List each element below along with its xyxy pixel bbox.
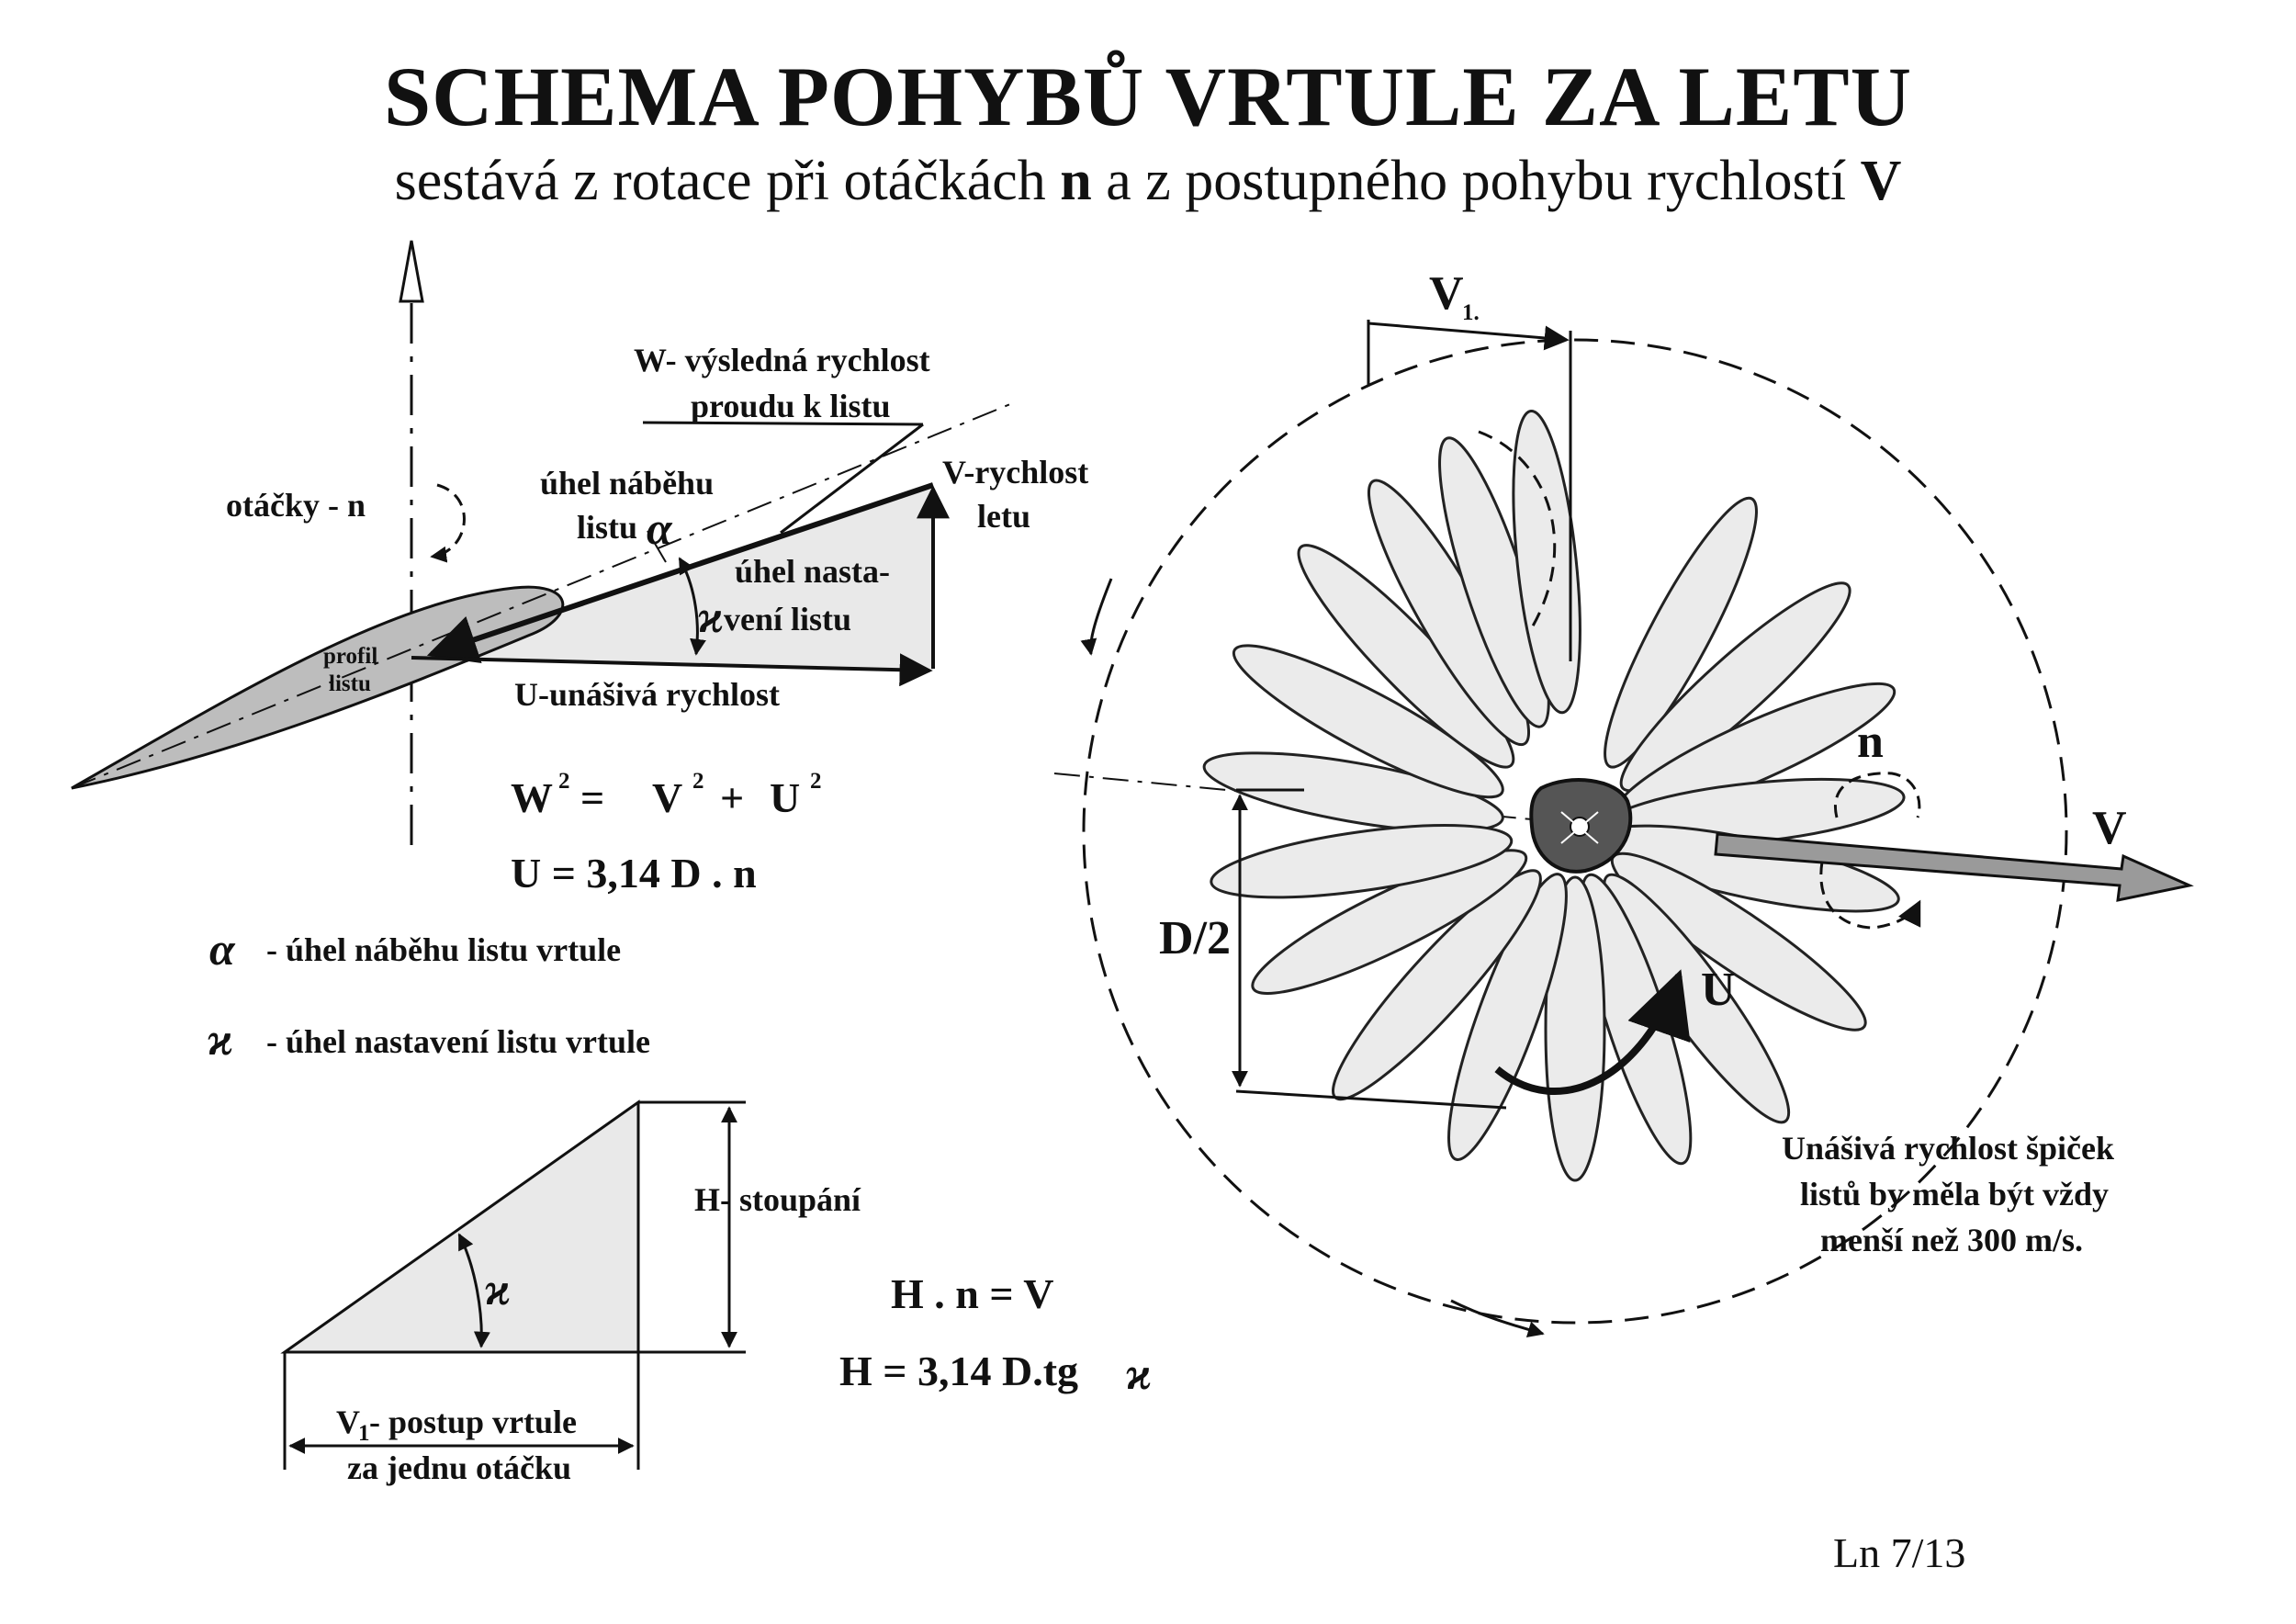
d2-label: D/2 <box>1159 912 1231 964</box>
v1-label-line-2: za jednu otáčku <box>347 1449 571 1486</box>
subtitle-part-2: a z postupného pohybu rychlostí <box>1091 150 1861 212</box>
propeller: V 1. D/2 U n V Unášivá rychlost špiček l… <box>1053 267 2194 1337</box>
pitch-label-line-2: vení listu <box>724 601 851 637</box>
u-rotation-arrow <box>1494 969 1691 1096</box>
kappa-marker: ϰ <box>698 591 724 642</box>
eq1-w: W <box>511 774 553 821</box>
rpm-label: otáčky - n <box>226 487 366 524</box>
profile-label-line-1: profil <box>323 644 377 669</box>
v1-label-sub: 1. <box>1462 300 1480 325</box>
w-leader-line <box>642 421 924 426</box>
eq1-v: V <box>652 774 682 821</box>
aoa-pointer <box>647 530 667 563</box>
page-title: SCHEMA POHYBŮ VRTULE ZA LETU <box>383 50 1913 143</box>
eq3: H . n = V <box>891 1270 1053 1317</box>
u-label: U-unášivá rychlost <box>514 676 780 713</box>
kappa-angle-arc <box>457 1233 490 1348</box>
subtitle-v: V <box>1860 150 1902 212</box>
page-subtitle: sestává z rotace při otáčkách n a z post… <box>0 149 2296 214</box>
h-label: H- stoupání <box>694 1181 861 1218</box>
equations: W 2 = V 2 + U 2 U = 3,14 D . n H . n = V… <box>511 769 1152 1399</box>
eq1-u-exp: 2 <box>810 769 822 794</box>
d2-ext-bottom <box>1235 1089 1507 1110</box>
pitch-label-line-1: úhel nasta- <box>735 553 890 590</box>
w-label-line-1: W- výsledná rychlost <box>634 342 930 378</box>
v1-label-sub: 1 <box>358 1421 370 1446</box>
tip-path-circle <box>1082 338 2068 1325</box>
eq1-equals: = <box>580 774 604 821</box>
hub-cross-2 <box>1560 811 1599 844</box>
v1-label-rest: - postup vrtule <box>369 1404 577 1440</box>
legend-kappa-text: - úhel nastavení listu vrtule <box>266 1023 650 1060</box>
triangle-kappa: ϰ <box>485 1263 511 1314</box>
subtitle-part-1: sestává z rotace při otáčkách <box>394 150 1061 212</box>
tip-arc-bottom-arrow <box>1450 1299 1545 1337</box>
eq4-kappa: ϰ <box>1126 1348 1152 1399</box>
v1-dimension <box>1367 321 1570 351</box>
aoa-label-line-1: úhel náběhu <box>540 465 714 502</box>
u-label: U <box>1701 964 1736 1016</box>
tip-speed-note-line-3: menší než 300 m/s. <box>1820 1222 2083 1258</box>
n-label: n <box>1857 716 1884 768</box>
subtitle-n: n <box>1060 150 1092 212</box>
legend-alpha-text: - úhel náběhu listu vrtule <box>266 931 621 968</box>
v-label: V <box>2092 802 2127 854</box>
eq4: H = 3,14 D.tg <box>839 1348 1078 1394</box>
legend-kappa-symbol: ϰ <box>208 1013 233 1065</box>
aoa-label-line-2: listu <box>577 509 637 546</box>
eq2: U = 3,14 D . n <box>511 850 757 897</box>
w-label-line-2: proudu k listu <box>691 388 890 424</box>
n-rotation-arrow-top <box>1833 772 1921 818</box>
v-label-line-1: V-rychlost <box>942 454 1088 491</box>
v-label-line-2: letu <box>977 498 1030 535</box>
w-pointer <box>780 423 924 535</box>
v-flight-arrow-icon <box>1714 832 2194 902</box>
rotation-arrow-icon <box>430 483 466 563</box>
pitch-angle-arc <box>678 557 706 656</box>
axis-arrow-icon <box>399 240 424 303</box>
eq1-u: U <box>770 774 800 821</box>
tip-speed-note-line-2: listů by měla být vždy <box>1800 1176 2109 1212</box>
page-reference: Ln 7/13 <box>1833 1529 1965 1576</box>
eq1-plus: + <box>720 774 744 821</box>
eq1-w-exp: 2 <box>558 769 570 794</box>
legend: α - úhel náběhu listu vrtule ϰ - úhel na… <box>208 923 650 1065</box>
blade-motion-arc <box>1478 430 1557 635</box>
pitch-triangle-shape <box>280 1100 640 1354</box>
tip-arc-left-arrow <box>1080 578 1113 656</box>
v1-label: V <box>1429 267 1464 320</box>
alpha-marker: α <box>647 502 673 554</box>
pitch-triangle: ϰ H- stoupání V 1 - postup vrtule za jed… <box>280 1100 861 1486</box>
chord-line <box>71 403 1011 789</box>
n-rotation-arrow-bottom <box>1819 861 1921 930</box>
velocity-diagram: W- výsledná rychlost proudu k listu otáč… <box>71 240 1088 854</box>
u-vector <box>411 653 933 687</box>
profile-label-line-2: listu <box>329 671 371 696</box>
legend-alpha-symbol: α <box>209 923 236 975</box>
tip-speed-note-line-1: Unášivá rychlost špiček <box>1782 1130 2114 1167</box>
v1-label-prefix: V <box>336 1404 360 1440</box>
eq1-v-exp: 2 <box>692 769 704 794</box>
